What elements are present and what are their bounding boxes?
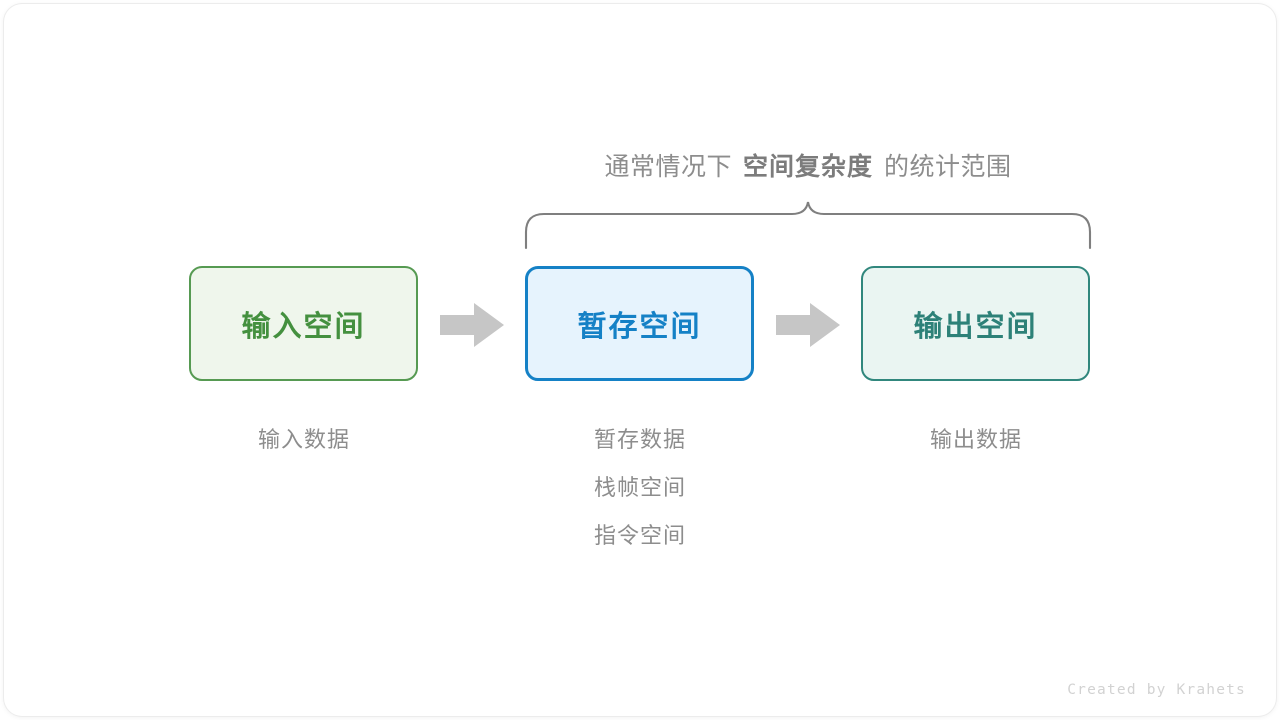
- caption-line: 输入数据: [257, 427, 350, 452]
- node-output-space[interactable]: 输出空间: [861, 266, 1090, 381]
- scope-title: 通常情况下空间复杂度的统计范围: [0, 150, 1280, 184]
- caption-input-space: 输入数据: [184, 416, 424, 464]
- credit-text: Created by Krahets: [1067, 682, 1246, 698]
- node-input-space-label: 输入空间: [241, 310, 366, 343]
- node-temp-space-label: 暂存空间: [577, 310, 702, 343]
- scope-title-tail: 的统计范围: [884, 153, 1012, 181]
- scope-brace-icon: [524, 201, 1092, 250]
- caption-output-space: 输出数据: [856, 416, 1096, 464]
- node-input-space[interactable]: 输入空间: [189, 266, 418, 381]
- caption-line: 栈帧空间: [593, 475, 686, 500]
- caption-line: 输出数据: [929, 427, 1022, 452]
- scope-title-emphasis: 空间复杂度: [742, 153, 873, 181]
- scope-title-lead: 通常情况下: [604, 153, 732, 181]
- caption-line: 暂存数据: [593, 427, 686, 452]
- nodes-row: 输入空间 暂存空间 输出空间: [0, 266, 1280, 382]
- right-arrow-icon: [776, 303, 840, 347]
- node-temp-space[interactable]: 暂存空间: [525, 266, 754, 381]
- caption-temp-space: 暂存数据 栈帧空间 指令空间: [520, 416, 760, 560]
- right-arrow-icon: [440, 303, 504, 347]
- caption-line: 指令空间: [593, 523, 686, 548]
- node-output-space-label: 输出空间: [913, 310, 1038, 343]
